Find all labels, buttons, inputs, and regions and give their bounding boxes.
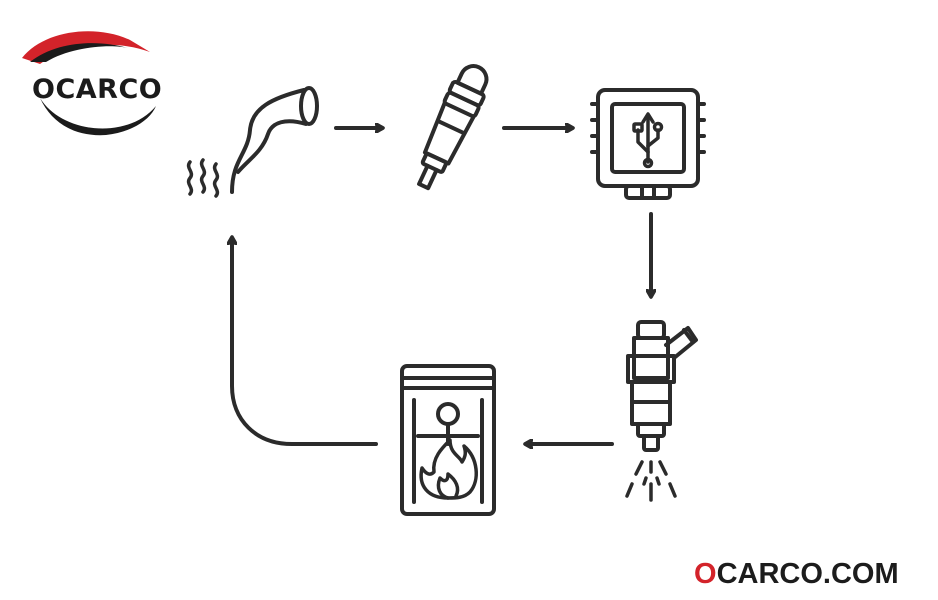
fuel-injector-node <box>625 320 698 502</box>
sensor-icon <box>417 64 489 191</box>
fuel-injector-icon <box>626 320 698 452</box>
fuel-spray-icon <box>625 460 677 502</box>
usb-icon <box>632 112 664 169</box>
arrow-combustion-to-intake <box>232 238 378 446</box>
combustion-chamber-node <box>400 364 496 516</box>
combustion-chamber-icon <box>400 364 496 516</box>
ecu-node <box>590 88 706 200</box>
heat-waves-icon <box>186 158 220 198</box>
flame-icon <box>419 438 478 500</box>
ocarco-logo: OCARCO <box>22 31 162 136</box>
site-url-label: OCARCO.COM <box>694 556 926 592</box>
logo-text: OCARCO <box>32 74 162 105</box>
logo-swoosh-black <box>40 98 156 136</box>
logo-swoosh-red <box>22 31 150 64</box>
flow-arrows <box>232 128 651 444</box>
logo-car-roof <box>30 43 128 62</box>
site-url-first-letter: O <box>694 558 717 590</box>
ecu-icon <box>590 88 706 200</box>
air-intake-node <box>186 86 319 198</box>
site-url-rest: CARCO.COM <box>716 558 899 590</box>
intake-pipe-icon <box>230 86 319 194</box>
